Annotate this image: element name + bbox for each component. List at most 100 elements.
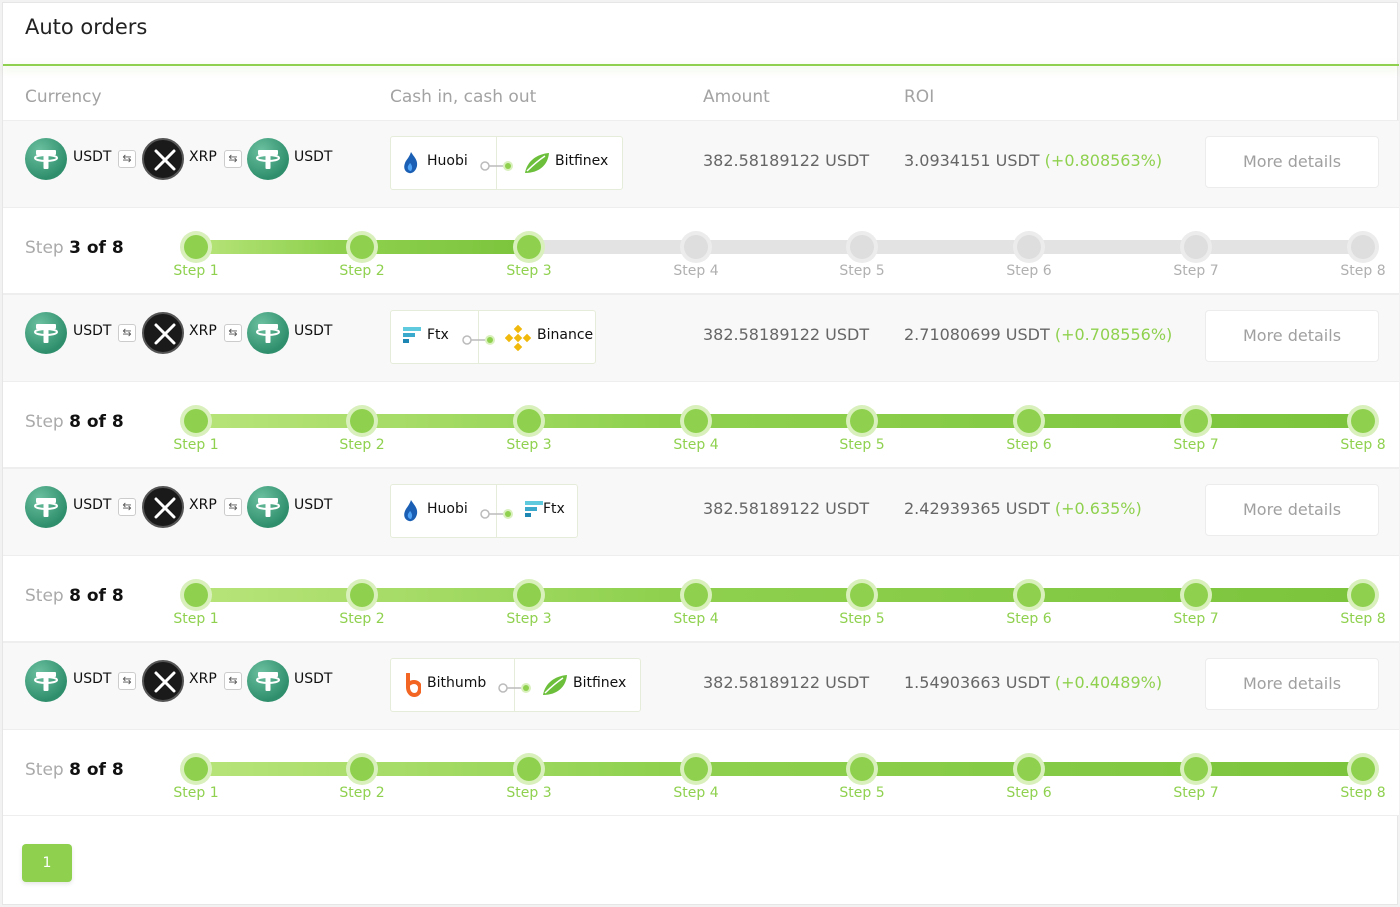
swap-arrows-icon: ⇆ — [118, 150, 136, 168]
usdt-coin-icon — [247, 660, 289, 702]
roi-value: 1.54903663 USDT — [904, 673, 1050, 692]
step-progress-row: Step 3 of 8 Step 1 Step 2 Step 3 Step 4 Step … — [3, 208, 1399, 294]
exchange-divider — [496, 137, 497, 189]
step-counter: Step 3 of 8 — [25, 238, 124, 258]
step-label: Step 3 — [506, 437, 552, 453]
usdt-coin-icon — [25, 660, 67, 702]
order-amount: 382.58189122 USDT — [703, 673, 870, 692]
step-dot — [184, 235, 208, 259]
step-label: Step 2 — [339, 263, 385, 279]
step-dot — [184, 409, 208, 433]
step-dot — [350, 583, 374, 607]
step-label: Step 5 — [839, 611, 885, 627]
roi-percent: (+0.808563%) — [1044, 151, 1163, 170]
swap-arrows-icon: ⇆ — [224, 498, 242, 516]
exchange-out-name: Binance — [537, 327, 594, 343]
coin-label: USDT — [73, 671, 112, 687]
exchange-in-name: Huobi — [427, 153, 468, 169]
step-dot — [1017, 235, 1041, 259]
step-label: Step 8 — [1340, 437, 1386, 453]
usdt-coin-icon — [247, 138, 289, 180]
usdt-coin-icon — [25, 138, 67, 180]
order-roi: 2.42939365 USDT (+0.635%) — [904, 499, 1142, 518]
bithumb-icon — [401, 672, 423, 701]
exchange-out: Ftx — [497, 485, 580, 537]
step-label: Step 1 — [173, 785, 219, 801]
huobi-flame-icon — [401, 151, 421, 179]
swap-arrows-icon: ⇆ — [118, 672, 136, 690]
usdt-coin-icon — [25, 312, 67, 354]
step-prefix: Step — [25, 586, 64, 606]
xrp-coin-icon — [142, 660, 184, 702]
step-label: Step 4 — [673, 785, 719, 801]
more-details-button[interactable]: More details — [1205, 136, 1379, 188]
exchange-in-name: Huobi — [427, 501, 468, 517]
swap-arrows-icon: ⇆ — [224, 324, 242, 342]
step-dot — [184, 583, 208, 607]
step-label: Step 8 — [1340, 611, 1386, 627]
order-roi: 1.54903663 USDT (+0.40489%) — [904, 673, 1162, 692]
step-dot — [850, 409, 874, 433]
step-dot — [350, 757, 374, 781]
step-dot — [1351, 583, 1375, 607]
progress-fill — [196, 588, 1363, 602]
column-header-amount: Amount — [703, 87, 770, 107]
step-dot — [1184, 757, 1208, 781]
step-dot — [684, 235, 708, 259]
order-amount: 382.58189122 USDT — [703, 325, 870, 344]
coin-label: USDT — [73, 323, 112, 339]
usdt-coin-icon — [25, 486, 67, 528]
exchange-divider — [496, 485, 497, 537]
xrp-coin-icon — [142, 138, 184, 180]
bitfinex-leaf-icon — [541, 673, 569, 701]
step-dot — [1351, 409, 1375, 433]
step-counter: Step 8 of 8 — [25, 760, 124, 780]
step-dot — [517, 583, 541, 607]
swap-arrows-icon: ⇆ — [118, 498, 136, 516]
step-counter: Step 8 of 8 — [25, 412, 124, 432]
ftx-icon — [523, 499, 545, 523]
step-label: Step 2 — [339, 785, 385, 801]
roi-value: 2.42939365 USDT — [904, 499, 1050, 518]
exchange-out-name: Bitfinex — [573, 675, 627, 691]
step-dot — [1017, 757, 1041, 781]
step-label: Step 1 — [173, 263, 219, 279]
progress-fill — [196, 414, 1363, 428]
step-label: Step 5 — [839, 263, 885, 279]
step-prefix: Step — [25, 760, 64, 780]
more-details-button[interactable]: More details — [1205, 484, 1379, 536]
column-header-currency: Currency — [25, 87, 102, 107]
step-label: Step 4 — [673, 263, 719, 279]
exchange-route: Huobi Bitfinex — [390, 136, 623, 190]
step-label: Step 3 — [506, 263, 552, 279]
step-dot — [517, 409, 541, 433]
progress-fill — [196, 762, 1363, 776]
more-details-button[interactable]: More details — [1205, 310, 1379, 362]
step-current: 3 of 8 — [69, 238, 124, 258]
exchange-out-name: Bitfinex — [555, 153, 609, 169]
step-label: Step 5 — [839, 437, 885, 453]
coin-label: XRP — [189, 323, 217, 339]
step-dot — [684, 757, 708, 781]
pagination-page-button[interactable]: 1 — [22, 844, 72, 882]
order-roi: 3.0934151 USDT (+0.808563%) — [904, 151, 1162, 170]
usdt-coin-icon — [247, 312, 289, 354]
route-connector-icon — [480, 505, 514, 524]
roi-percent: (+0.635%) — [1054, 499, 1142, 518]
step-label: Step 2 — [339, 437, 385, 453]
route-connector-icon — [462, 331, 496, 350]
usdt-coin-icon — [247, 486, 289, 528]
more-details-button[interactable]: More details — [1205, 658, 1379, 710]
swap-arrows-icon: ⇆ — [224, 150, 242, 168]
step-label: Step 5 — [839, 785, 885, 801]
coin-label: XRP — [189, 497, 217, 513]
step-label: Step 6 — [1006, 611, 1052, 627]
step-label: Step 7 — [1173, 437, 1219, 453]
step-dot — [850, 757, 874, 781]
